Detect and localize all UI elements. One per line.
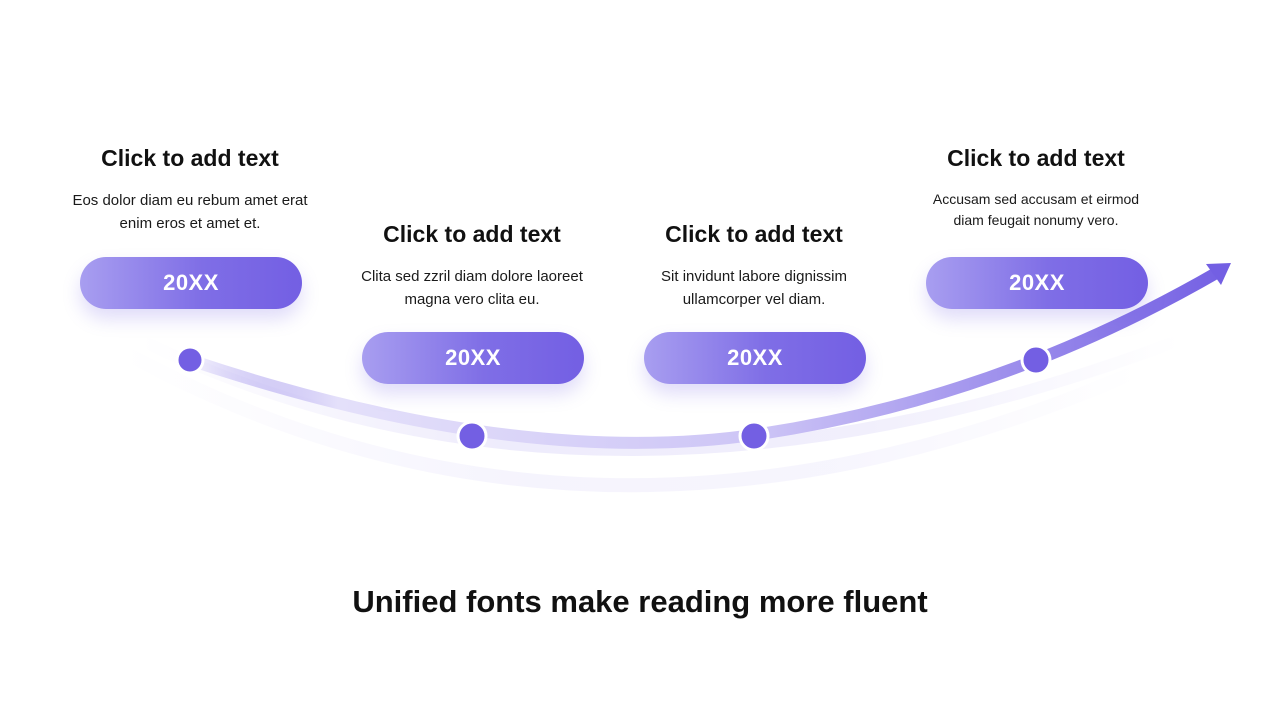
ghost-curve-2 — [113, 343, 1147, 493]
timeline-node — [456, 420, 488, 452]
footer-title[interactable]: Unified fonts make reading more fluent — [352, 584, 928, 619]
year-button-4[interactable]: 20XX — [926, 257, 1148, 309]
milestone-description[interactable]: Sit invidunt labore dignissim ullamcorpe… — [661, 268, 847, 308]
milestone-4: Click to add text Accusam sed accusam et… — [906, 145, 1166, 231]
milestone-2: Click to add text Clita sed zzril diam d… — [342, 221, 602, 311]
year-button-1[interactable]: 20XX — [80, 257, 302, 309]
milestone-title[interactable]: Click to add text — [383, 221, 561, 247]
timeline-node — [175, 345, 205, 375]
milestone-description[interactable]: Eos dolor diam eu rebum amet erat enim e… — [72, 192, 308, 232]
year-button-2[interactable]: 20XX — [362, 332, 584, 384]
year-label: 20XX — [727, 345, 783, 370]
year-label: 20XX — [445, 345, 501, 370]
milestone-title[interactable]: Click to add text — [947, 145, 1125, 171]
year-label: 20XX — [163, 270, 219, 295]
milestone-description[interactable]: Accusam sed accusam et eirmod diam feuga… — [932, 191, 1140, 228]
milestone-description[interactable]: Clita sed zzril diam dolore laoreet magn… — [361, 268, 583, 308]
milestone-title[interactable]: Click to add text — [101, 145, 279, 171]
year-button-3[interactable]: 20XX — [644, 332, 866, 384]
milestone-1: Click to add text Eos dolor diam eu rebu… — [60, 145, 320, 235]
timeline-node — [738, 420, 770, 452]
milestone-3: Click to add text Sit invidunt labore di… — [624, 221, 884, 311]
arrow-head-icon — [1206, 263, 1231, 285]
milestone-title[interactable]: Click to add text — [665, 221, 843, 247]
ghost-curve-1 — [134, 334, 1186, 456]
timeline-node — [1020, 344, 1052, 376]
year-label: 20XX — [1009, 270, 1065, 295]
